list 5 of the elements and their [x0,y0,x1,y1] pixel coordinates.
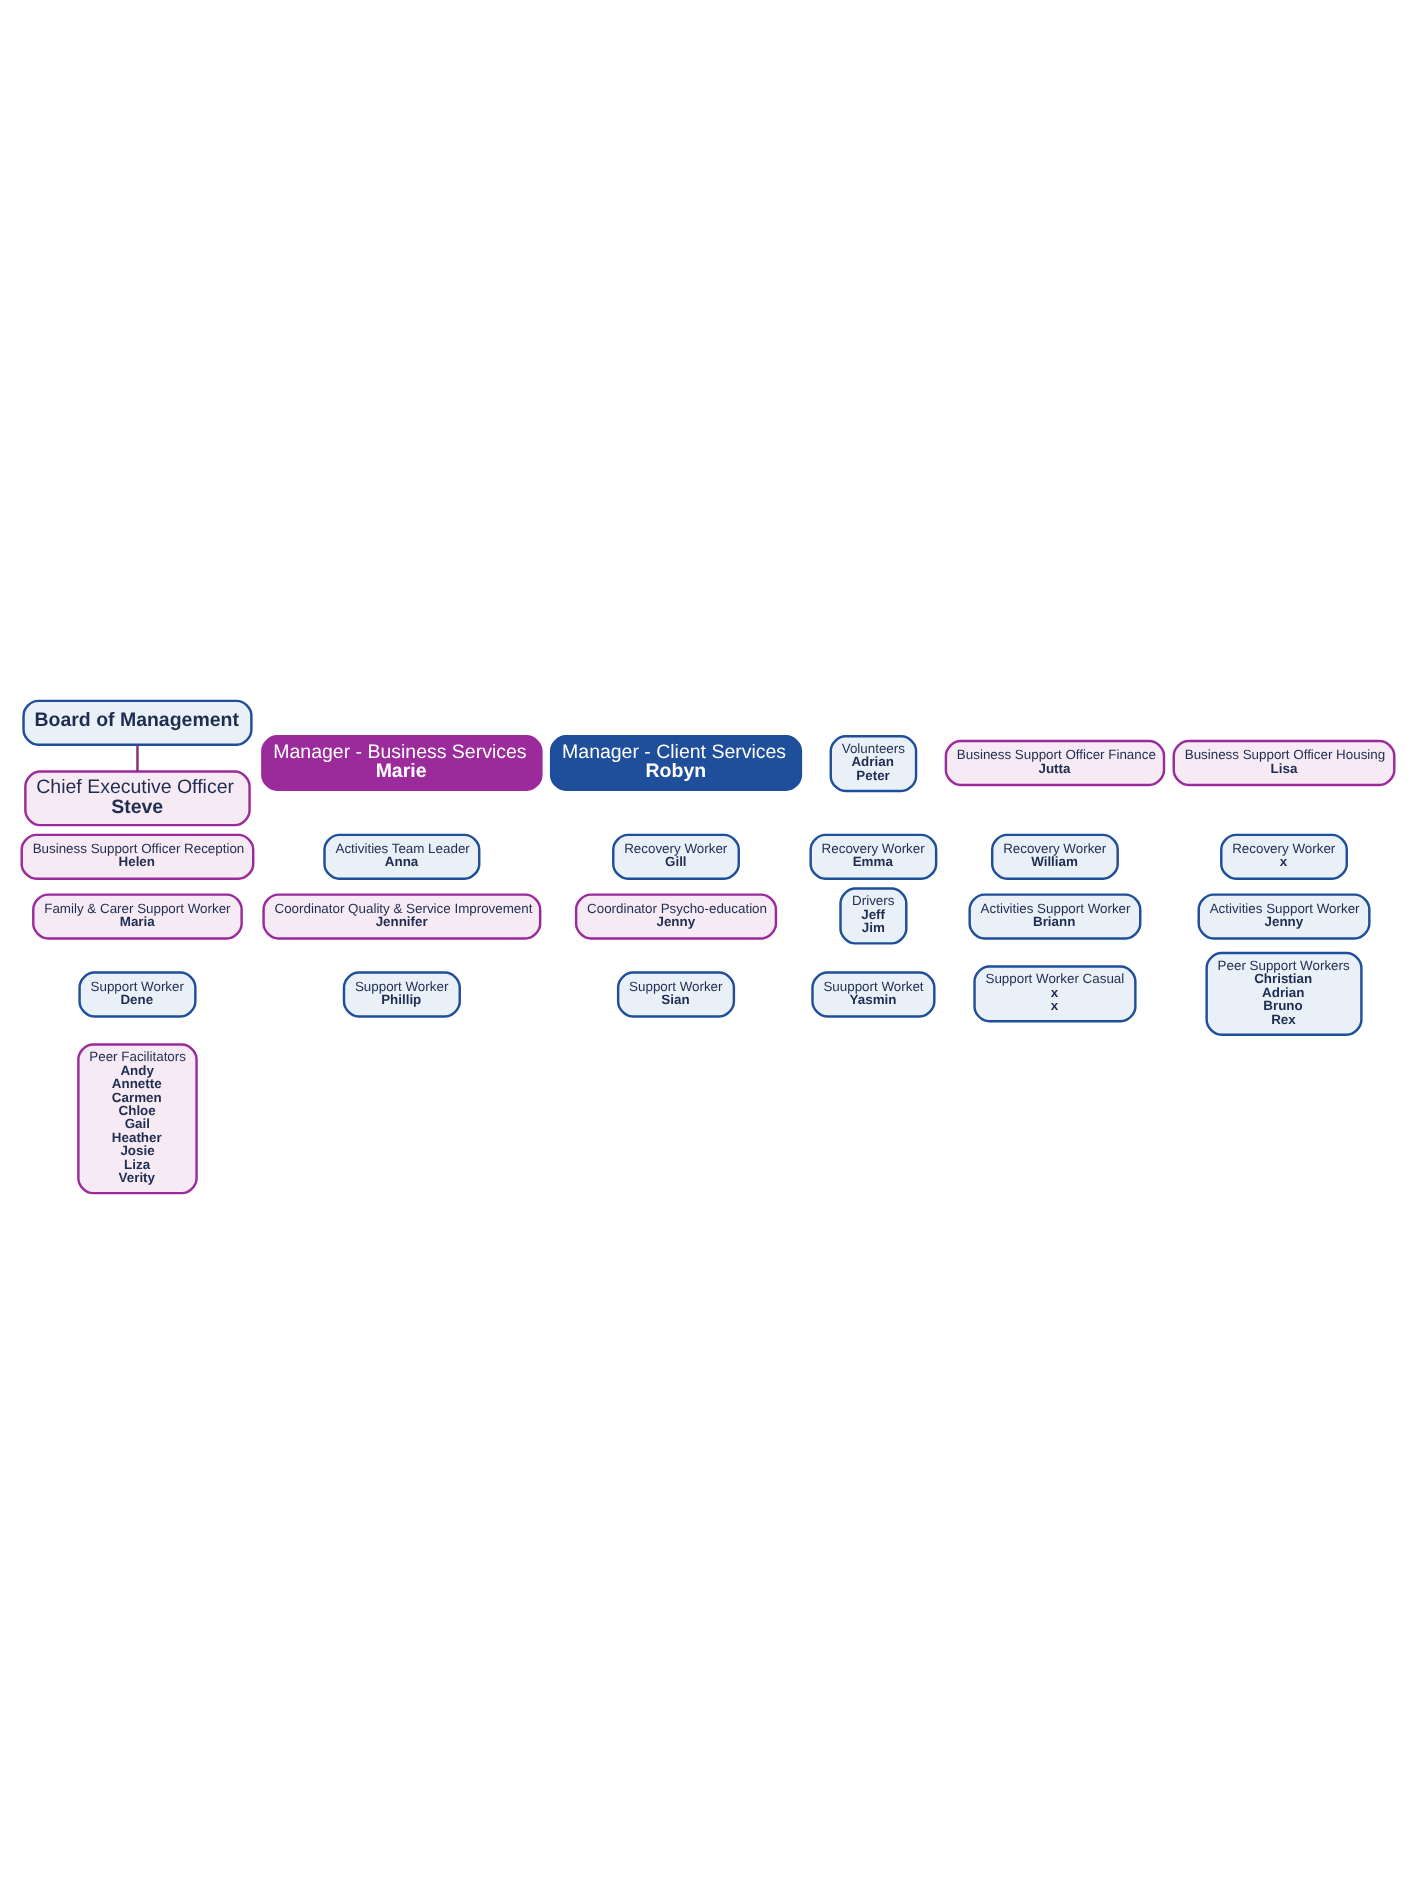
connector [136,744,139,772]
node-box: Manager - Client Services Robyn [549,735,803,792]
node-box: Chief Executive Officer Steve [24,770,251,827]
node-box: Manager - Business Services Marie [261,735,543,792]
node-box: Board of Management [22,699,253,746]
